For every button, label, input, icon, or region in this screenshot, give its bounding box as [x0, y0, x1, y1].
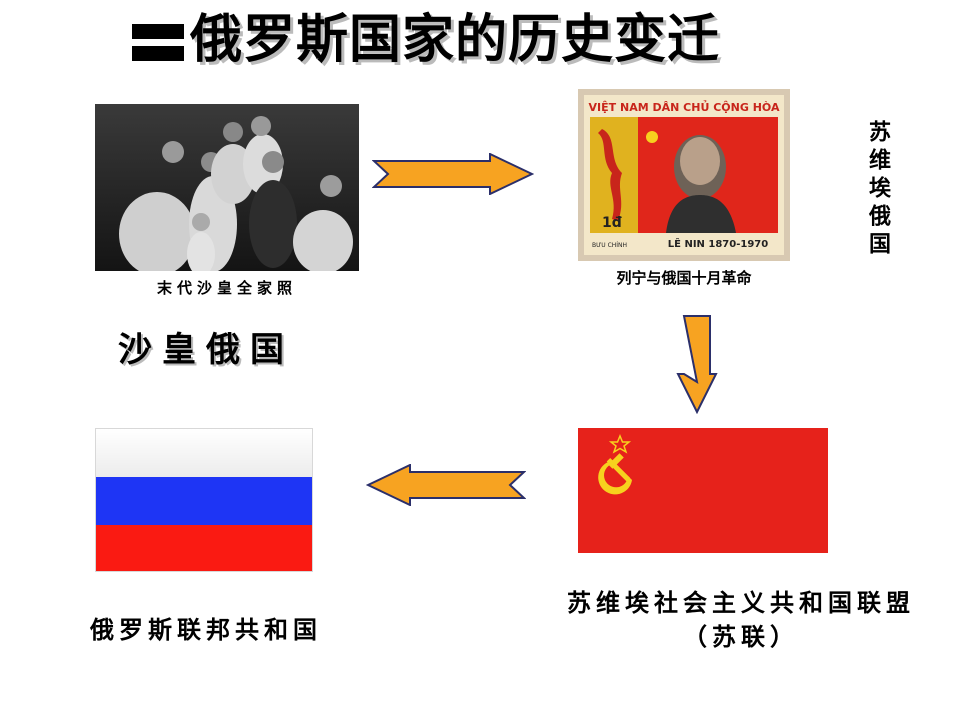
- lenin-stamp-caption: 列宁与俄国十月革命: [616, 269, 752, 287]
- lenin-stamp: VIỆT NAM DÂN CHỦ CỘNG HÒA 1đ BƯU CHÍNH L…: [578, 89, 790, 261]
- ussr-label-line1: 苏维埃社会主义共和国联盟: [567, 589, 915, 617]
- stamp-name-years: LÊ NIN 1870-1970: [668, 237, 768, 250]
- tsar-family-photo: [95, 104, 359, 271]
- slide-title: 俄罗斯国家的历史变迁: [132, 8, 720, 72]
- stamp-postal-text: BƯU CHÍNH: [592, 242, 627, 249]
- hammer-sickle-star-icon: [598, 434, 632, 495]
- stamp-denomination: 1đ: [602, 215, 622, 231]
- tsarist-russia-label: 沙皇俄国: [118, 330, 294, 370]
- ussr-label: 苏维埃社会主义共和国联盟 （苏联）: [546, 586, 936, 654]
- soviet-russia-label: 苏维埃俄国: [865, 120, 890, 260]
- soviet-union-flag: [578, 428, 828, 553]
- title-text: 俄罗斯国家的历史变迁: [190, 10, 721, 70]
- arrow-left-icon: [366, 464, 526, 506]
- arrow-right-icon: [372, 153, 534, 195]
- stamp-header: VIỆT NAM DÂN CHỦ CỘNG HÒA: [589, 100, 780, 114]
- tsar-photo-caption: 末代沙皇全家照: [156, 279, 297, 297]
- roman-numeral-two-icon: [132, 16, 184, 64]
- ussr-label-line2: （苏联）: [683, 623, 799, 651]
- russian-federation-flag: [95, 428, 313, 572]
- arrow-down-icon: [676, 314, 718, 414]
- russian-federation-label: 俄罗斯联邦共和国: [90, 616, 322, 644]
